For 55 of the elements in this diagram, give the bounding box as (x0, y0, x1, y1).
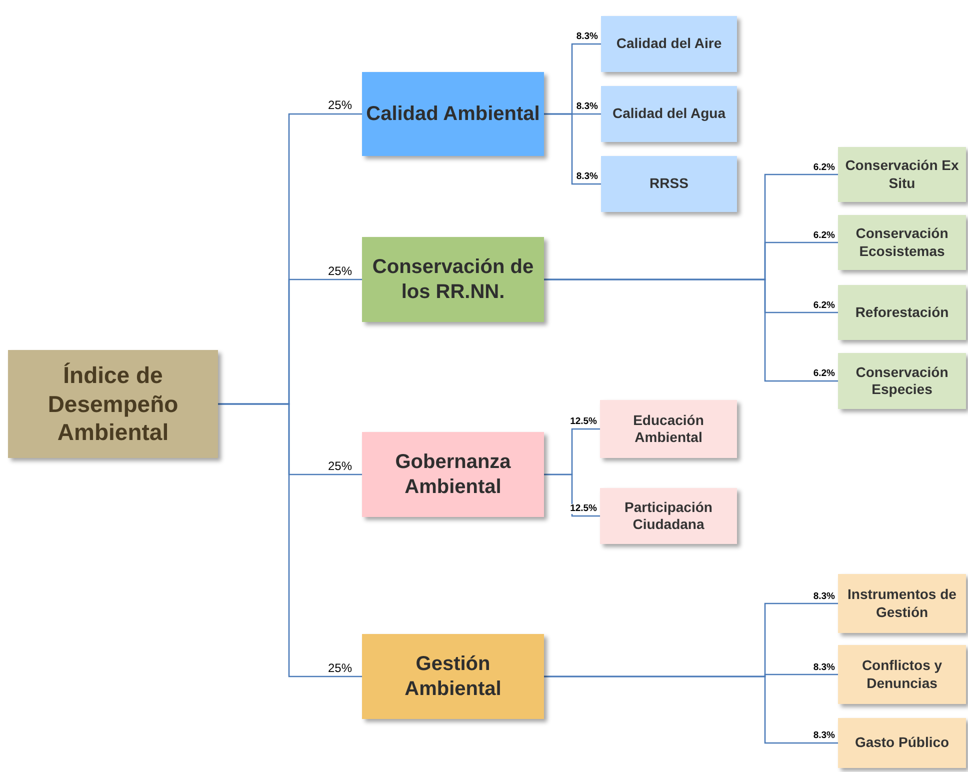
edge-label: 8.3% (813, 592, 835, 601)
node-text: Educación Ambiental (632, 412, 705, 446)
edge-label: 8.3% (576, 172, 598, 182)
indicator-box (838, 353, 966, 409)
node-text: Conflictos y Denuncias (860, 657, 944, 692)
node-text: Calidad Ambiental (366, 102, 540, 126)
indicator-box (838, 574, 966, 633)
indicator-box (838, 285, 966, 340)
category-box (362, 237, 544, 322)
node-text: Conservación Especies (854, 364, 950, 398)
edge-label: 8.3% (576, 32, 598, 42)
indicator-box (838, 147, 966, 202)
edge-label: 6.2% (813, 369, 835, 378)
root-box (8, 350, 218, 458)
connector-line (544, 278, 838, 382)
edge-label: 6.2% (813, 230, 835, 240)
node-text: RRSS (650, 175, 688, 193)
node-text: Gobernanza Ambiental (394, 450, 512, 500)
category-box (362, 634, 544, 719)
indicator-box (601, 16, 737, 72)
node-text: Conservación Ex Situ (844, 157, 960, 192)
connector-line (218, 403, 362, 678)
node-text: Gasto Público (854, 734, 950, 752)
indicator-box (601, 86, 737, 142)
edge-label: 8.3% (813, 662, 835, 672)
indicator-box (838, 645, 966, 704)
connector-line (544, 113, 601, 185)
node-text: Índice de Desempeño Ambiental (46, 360, 180, 448)
edge-label: 25% (328, 264, 352, 276)
edge-label: 8.3% (813, 731, 835, 740)
indicator-box (600, 400, 737, 458)
node-text: Instrumentos de Gestión (846, 586, 958, 621)
node-text: Participación Ciudadana (624, 498, 714, 534)
indicator-box (838, 718, 966, 768)
node-text: Conservación de los RR.NN. (371, 254, 535, 304)
indicator-box (600, 488, 737, 544)
edge-label: 12.5% (570, 417, 597, 426)
node-text: Calidad del Aire (616, 35, 722, 53)
indicator-box (601, 156, 737, 212)
node-text: Conservación Ecosistemas (854, 225, 950, 260)
edge-label: 25% (328, 662, 352, 674)
connector-line (544, 676, 838, 744)
edge-label: 8.3% (576, 102, 598, 112)
edge-label: 6.2% (813, 300, 835, 310)
category-box (362, 72, 544, 156)
category-box (362, 432, 544, 517)
node-text: Reforestación (855, 304, 949, 322)
node-text: Gestión Ambiental (404, 652, 502, 702)
edge-label: 12.5% (570, 504, 597, 514)
edge-label: 25% (328, 460, 352, 472)
indicator-box (838, 215, 966, 270)
edge-label: 25% (328, 99, 352, 111)
edge-label: 6.2% (813, 162, 835, 172)
connector-line (544, 474, 600, 517)
node-text: Calidad del Agua (612, 105, 726, 123)
